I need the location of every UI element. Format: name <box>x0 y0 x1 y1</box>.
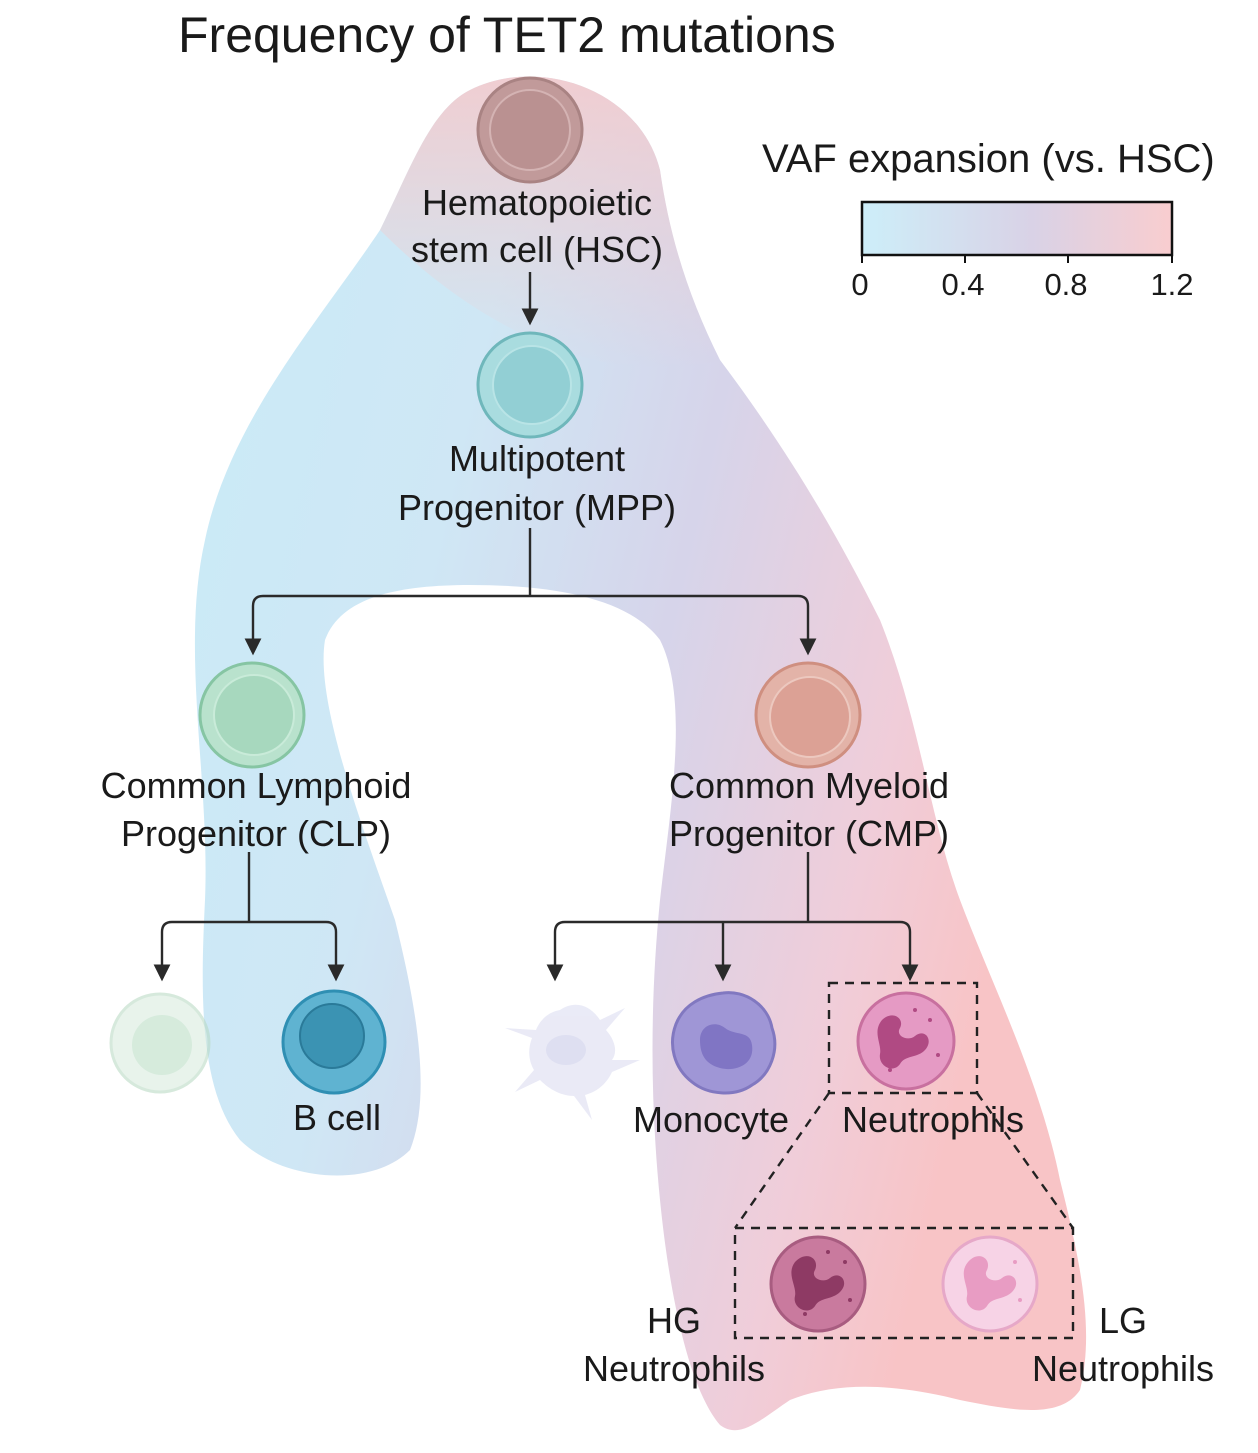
hsc-label: Hematopoietic <box>422 182 652 223</box>
lineage-edges <box>153 272 919 982</box>
legend-tick: 0 <box>851 267 868 302</box>
hsc-label: stem cell (HSC) <box>411 229 663 270</box>
vaf-background-blob <box>194 76 1087 1431</box>
legend-tick: 0.8 <box>1044 267 1087 302</box>
cmp-label: Progenitor (CMP) <box>669 813 949 854</box>
lg-neutrophils-label: LG <box>1099 1300 1147 1341</box>
b-cell-label: B cell <box>293 1097 381 1138</box>
monocyte-label: Monocyte <box>633 1099 789 1140</box>
mpp-cell-icon <box>476 331 584 439</box>
faded-lymphoid-cell-icon <box>109 992 211 1094</box>
legend-tick: 1.2 <box>1150 267 1193 302</box>
legend-colorbar <box>860 200 1174 257</box>
mpp-label: Multipotent <box>449 438 625 479</box>
lg-neutrophil-icon <box>941 1235 1039 1333</box>
zoom-indicator <box>733 981 1075 1340</box>
faded-dendritic-cell-icon <box>505 1004 640 1120</box>
neutrophils-label: Neutrophils <box>842 1099 1024 1140</box>
lg-neutrophils-label: Neutrophils <box>1032 1348 1214 1389</box>
legend: VAF expansion (vs. HSC) 0 0.4 0.8 1.2 <box>762 137 1215 302</box>
clp-label: Common Lymphoid <box>101 765 412 806</box>
hg-neutrophils-label: Neutrophils <box>583 1348 765 1389</box>
legend-title: VAF expansion (vs. HSC) <box>762 137 1215 181</box>
legend-tick: 0.4 <box>941 267 984 302</box>
neutrophil-icon <box>856 991 956 1091</box>
hg-neutrophils-label: HG <box>647 1300 701 1341</box>
hsc-cell-icon <box>476 76 584 184</box>
cmp-label: Common Myeloid <box>669 765 949 806</box>
clp-cell-icon <box>198 661 306 769</box>
hg-neutrophil-icon <box>769 1235 867 1333</box>
b-cell-icon <box>281 989 387 1095</box>
clp-label: Progenitor (CLP) <box>121 813 391 854</box>
cmp-cell-icon <box>754 661 862 769</box>
mpp-label: Progenitor (MPP) <box>398 487 676 528</box>
diagram-title: Frequency of TET2 mutations <box>178 7 836 63</box>
monocyte-icon <box>671 991 777 1095</box>
